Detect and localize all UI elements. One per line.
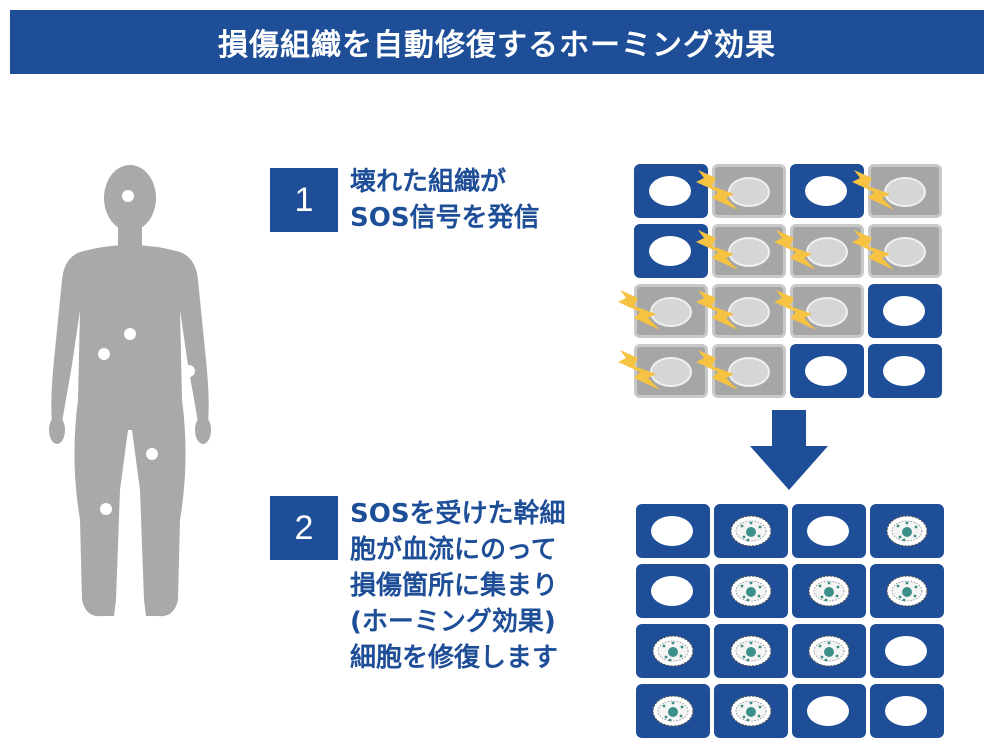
cell-nucleus xyxy=(650,357,692,387)
before-cell-damaged-signal xyxy=(790,284,864,338)
lightning-bolt-icon xyxy=(850,228,896,276)
before-cell-healthy xyxy=(790,164,864,218)
stem-cell-icon xyxy=(650,692,696,734)
lightning-bolt-icon xyxy=(694,348,740,396)
lightning-bolt-icon xyxy=(772,228,818,276)
cell-nucleus xyxy=(651,576,693,606)
step-1-badge: 1 xyxy=(270,168,338,232)
stem-cell-icon xyxy=(806,632,852,674)
lightning-bolt-icon xyxy=(616,288,662,336)
before-cell-damaged-signal xyxy=(634,284,708,338)
cell-nucleus xyxy=(806,297,848,327)
stem-cell-icon xyxy=(728,692,774,734)
step-2-badge: 2 xyxy=(270,496,338,560)
after-cell-healthy xyxy=(636,504,710,558)
after-cell-healthy xyxy=(870,684,944,738)
cell-nucleus xyxy=(728,297,770,327)
lightning-bolt-icon xyxy=(850,168,896,216)
stem-cell-icon xyxy=(728,632,774,674)
cell-nucleus xyxy=(728,177,770,207)
step-1-text: 壊れた組織が SOS信号を発信 xyxy=(350,167,540,233)
stem-cell-icon xyxy=(806,572,852,614)
cell-nucleus xyxy=(885,636,927,666)
before-cell-damaged-signal xyxy=(712,164,786,218)
after-cell-repaired xyxy=(870,564,944,618)
stem-cell-icon xyxy=(728,512,774,554)
cell-nucleus xyxy=(885,696,927,726)
page-title: 損傷組織を自動修復するホーミング効果 xyxy=(218,28,776,63)
repaired-tissue-grid xyxy=(636,504,946,740)
cell-nucleus xyxy=(728,357,770,387)
before-cell-damaged-signal xyxy=(790,224,864,278)
after-cell-repaired xyxy=(792,564,866,618)
cell-nucleus xyxy=(884,177,926,207)
title-bar: 損傷組織を自動修復するホーミング効果 xyxy=(10,10,984,74)
before-cell-healthy xyxy=(790,344,864,398)
lightning-bolt-icon xyxy=(616,348,662,396)
after-cell-repaired xyxy=(792,624,866,678)
after-cell-repaired xyxy=(714,684,788,738)
after-cell-repaired xyxy=(636,684,710,738)
human-silhouette-icon xyxy=(49,165,211,617)
stem-cell-icon xyxy=(650,632,696,674)
after-cell-repaired xyxy=(870,504,944,558)
cell-nucleus xyxy=(884,237,926,267)
cell-nucleus xyxy=(805,356,847,386)
cell-nucleus xyxy=(650,297,692,327)
lightning-bolt-icon xyxy=(772,288,818,336)
after-cell-healthy xyxy=(870,624,944,678)
stem-cell-icon xyxy=(884,512,930,554)
down-arrow-icon xyxy=(750,410,828,490)
before-cell-healthy xyxy=(868,284,942,338)
damaged-tissue-grid xyxy=(618,164,944,400)
step-2-text: SOSを受けた幹細 胞が血流にのって 損傷箇所に集まり (ホーミング効果) 細胞… xyxy=(350,499,566,673)
after-cell-repaired xyxy=(636,624,710,678)
before-cell-healthy xyxy=(634,164,708,218)
after-cell-repaired xyxy=(714,624,788,678)
cell-nucleus xyxy=(807,696,849,726)
lightning-bolt-icon xyxy=(694,288,740,336)
after-cell-repaired xyxy=(714,564,788,618)
cell-nucleus xyxy=(807,516,849,546)
lightning-bolt-icon xyxy=(694,228,740,276)
before-cell-healthy xyxy=(634,224,708,278)
cell-nucleus xyxy=(806,237,848,267)
cell-nucleus xyxy=(651,516,693,546)
lightning-bolt-icon xyxy=(694,168,740,216)
cell-nucleus xyxy=(649,176,691,206)
cell-nucleus xyxy=(805,176,847,206)
before-cell-damaged-signal xyxy=(634,344,708,398)
before-cell-healthy xyxy=(868,344,942,398)
after-cell-healthy xyxy=(792,684,866,738)
after-cell-healthy xyxy=(792,504,866,558)
after-cell-healthy xyxy=(636,564,710,618)
stem-cell-icon xyxy=(884,572,930,614)
cell-nucleus xyxy=(649,236,691,266)
before-cell-damaged-signal xyxy=(868,224,942,278)
cell-nucleus xyxy=(728,237,770,267)
stem-cell-icon xyxy=(728,572,774,614)
after-cell-repaired xyxy=(714,504,788,558)
cell-nucleus xyxy=(883,356,925,386)
cell-nucleus xyxy=(883,296,925,326)
